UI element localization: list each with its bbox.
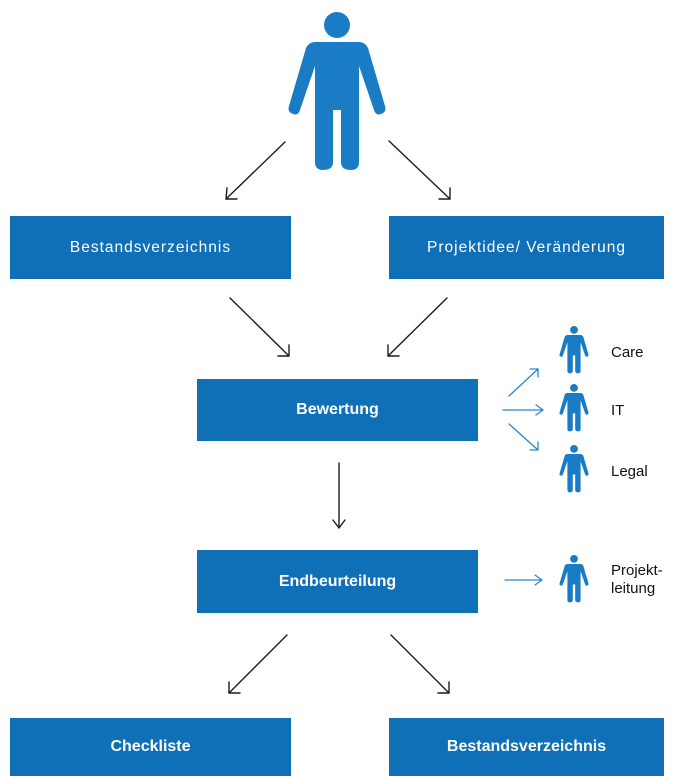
arrow-bewertung-to-it — [502, 404, 544, 416]
it-person-icon — [559, 384, 589, 432]
arrow-bewertung-to-endbeurteilung — [332, 462, 346, 529]
legal-person-icon — [559, 445, 589, 493]
arrow-endbeurteilung-to-bestandsverzeichnis — [390, 634, 450, 694]
role-label-care: Care — [611, 344, 644, 361]
arrow-endbeurteilung-to-checkliste — [228, 634, 288, 694]
role-label-projektleitung-line1: Projekt- — [611, 562, 663, 579]
arrow-bewertung-to-legal — [508, 423, 539, 451]
role-label-it: IT — [611, 402, 625, 419]
bewertung-box: Bewertung — [197, 379, 478, 441]
arrow-person-to-projektidee — [388, 140, 451, 200]
care-person-icon — [559, 326, 589, 374]
arrow-person-to-bestandsverzeichnis — [225, 141, 286, 200]
endbeurteilung-label: Endbeurteilung — [278, 572, 397, 590]
bestandsverzeichnis-top-label: Bestandsverzeichnis — [69, 238, 232, 256]
arrow-endbeurteilung-to-projektleitung — [504, 574, 543, 586]
checkliste-box: Checkliste — [10, 718, 291, 776]
role-label-projektleitung-line2: leitung — [611, 580, 656, 597]
bestandsverzeichnis-top-box: Bestandsverzeichnis — [10, 216, 291, 279]
projektidee-box: Projektidee/ Veränderung — [389, 216, 664, 279]
main-person-icon — [288, 12, 386, 170]
arrow-bewertung-to-care — [508, 368, 539, 397]
role-label-legal: Legal — [611, 463, 648, 480]
checkliste-label: Checkliste — [110, 738, 191, 755]
bestandsverzeichnis-bottom-box: Bestandsverzeichnis — [389, 718, 664, 776]
endbeurteilung-box: Endbeurteilung — [197, 550, 478, 613]
role-label-projektleitung: Projekt- leitung — [611, 562, 663, 598]
bewertung-label: Bewertung — [296, 401, 379, 418]
arrow-bestandsverzeichnis-to-bewertung — [229, 297, 290, 357]
bestandsverzeichnis-bottom-label: Bestandsverzeichnis — [446, 738, 607, 755]
projektleitung-person-icon — [559, 555, 589, 603]
arrow-projektidee-to-bewertung — [387, 297, 448, 357]
projektidee-label: Projektidee/ Veränderung — [427, 238, 626, 256]
